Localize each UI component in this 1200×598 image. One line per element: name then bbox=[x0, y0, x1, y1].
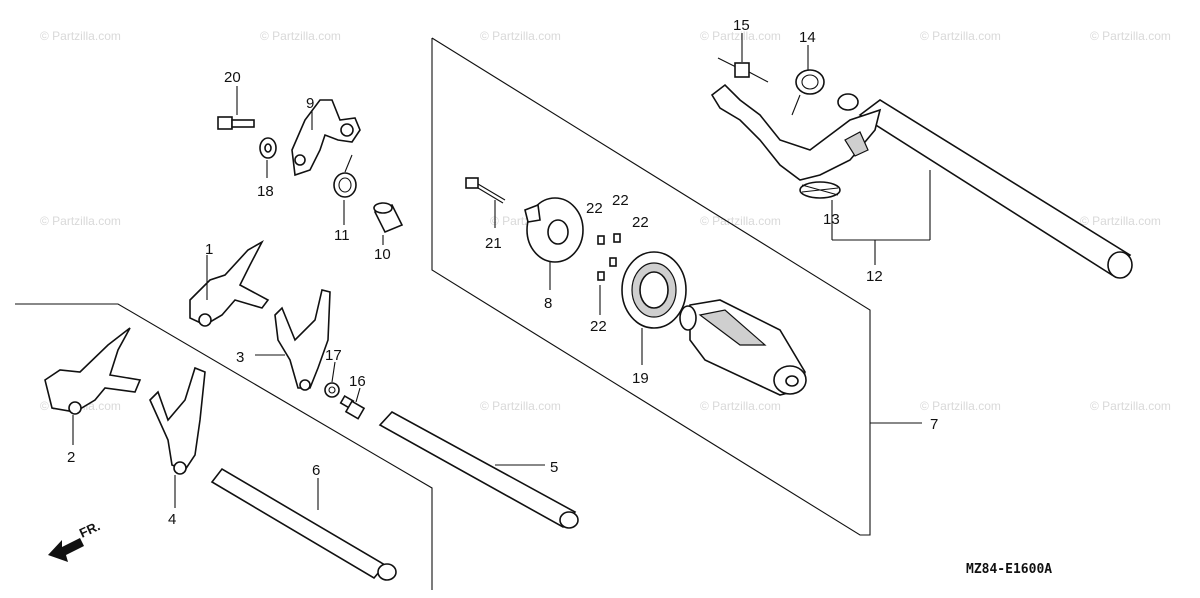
callout-9: 9 bbox=[306, 95, 314, 112]
callout-18: 18 bbox=[257, 183, 274, 200]
diagram-code: MZ84-E1600A bbox=[966, 562, 1052, 577]
callout-7: 7 bbox=[930, 416, 938, 433]
watermark: © Partzilla.com bbox=[40, 29, 121, 43]
shift-fork-2-part bbox=[44, 327, 142, 415]
callout-12: 12 bbox=[866, 268, 883, 285]
callout-10: 10 bbox=[374, 246, 391, 263]
o-ring-part bbox=[324, 382, 340, 398]
callout-14: 14 bbox=[799, 29, 816, 46]
callout-22: 22 bbox=[590, 318, 607, 335]
watermark: © Partzilla.com bbox=[260, 29, 341, 43]
watermark: © Partzilla.com bbox=[700, 29, 781, 43]
dowel-pins-part bbox=[597, 233, 621, 281]
callout-16: 16 bbox=[349, 373, 366, 390]
spring-part bbox=[333, 154, 357, 198]
front-direction-arrow: FR. bbox=[48, 518, 102, 562]
direction-label: FR. bbox=[77, 518, 102, 540]
fork-shaft-5-part bbox=[378, 410, 579, 529]
watermark: © Partzilla.com bbox=[700, 399, 781, 413]
watermark: © Partzilla.com bbox=[920, 399, 1001, 413]
watermark: © Partzilla.com bbox=[700, 214, 781, 228]
watermark: © Partzilla.com bbox=[480, 29, 561, 43]
callout-2: 2 bbox=[67, 449, 75, 466]
watermark: © Partzilla.com bbox=[1090, 29, 1171, 43]
callout-20: 20 bbox=[224, 69, 241, 86]
callout-22: 22 bbox=[586, 200, 603, 217]
callout-19: 19 bbox=[632, 370, 649, 387]
callout-4: 4 bbox=[168, 511, 176, 528]
neutral-switch-part bbox=[339, 394, 366, 420]
bolt-21-part bbox=[465, 177, 506, 204]
callout-3: 3 bbox=[236, 349, 244, 366]
bolt-part bbox=[217, 116, 255, 130]
callout-1: 1 bbox=[205, 241, 213, 258]
stopper-arm-part bbox=[291, 99, 361, 177]
callout-21: 21 bbox=[485, 235, 502, 252]
watermark: © Partzilla.com bbox=[1080, 214, 1161, 228]
shift-fork-1-part bbox=[189, 239, 270, 327]
gearshift-spindle-part bbox=[710, 83, 1133, 279]
shift-fork-3-part bbox=[274, 289, 331, 391]
shift-drum-part bbox=[679, 299, 807, 396]
callout-22: 22 bbox=[612, 192, 629, 209]
callout-13: 13 bbox=[823, 211, 840, 228]
frame-line bbox=[15, 303, 433, 590]
callout-8: 8 bbox=[544, 295, 552, 312]
watermark: © Partzilla.com bbox=[40, 214, 121, 228]
collar-part bbox=[373, 202, 404, 234]
callout-22: 22 bbox=[632, 214, 649, 231]
leader-lines bbox=[72, 33, 931, 510]
callout-17: 17 bbox=[325, 347, 342, 364]
bearing-part bbox=[621, 251, 687, 329]
callout-11: 11 bbox=[334, 227, 350, 244]
return-spring-part bbox=[799, 181, 841, 199]
bolt-15-part bbox=[717, 57, 769, 83]
drum-group-frame bbox=[431, 37, 871, 536]
callout-15: 15 bbox=[733, 17, 750, 34]
fork-shaft-6-part bbox=[210, 467, 397, 581]
callouts: 1 2 3 4 5 6 7 8 9 10 11 12 13 14 15 16 1… bbox=[67, 17, 938, 528]
spindle-spring-part bbox=[791, 69, 825, 116]
callout-5: 5 bbox=[550, 459, 558, 476]
washer-part bbox=[259, 137, 277, 159]
drum-center-part bbox=[524, 197, 584, 263]
watermark: © Partzilla.com bbox=[1090, 399, 1171, 413]
callout-6: 6 bbox=[312, 462, 320, 479]
watermark: © Partzilla.com bbox=[920, 29, 1001, 43]
shift-fork-4-part bbox=[149, 366, 206, 475]
watermark: © Partzilla.com bbox=[480, 399, 561, 413]
watermark-layer: © Partzilla.com © Partzilla.com © Partzi… bbox=[40, 29, 1171, 413]
